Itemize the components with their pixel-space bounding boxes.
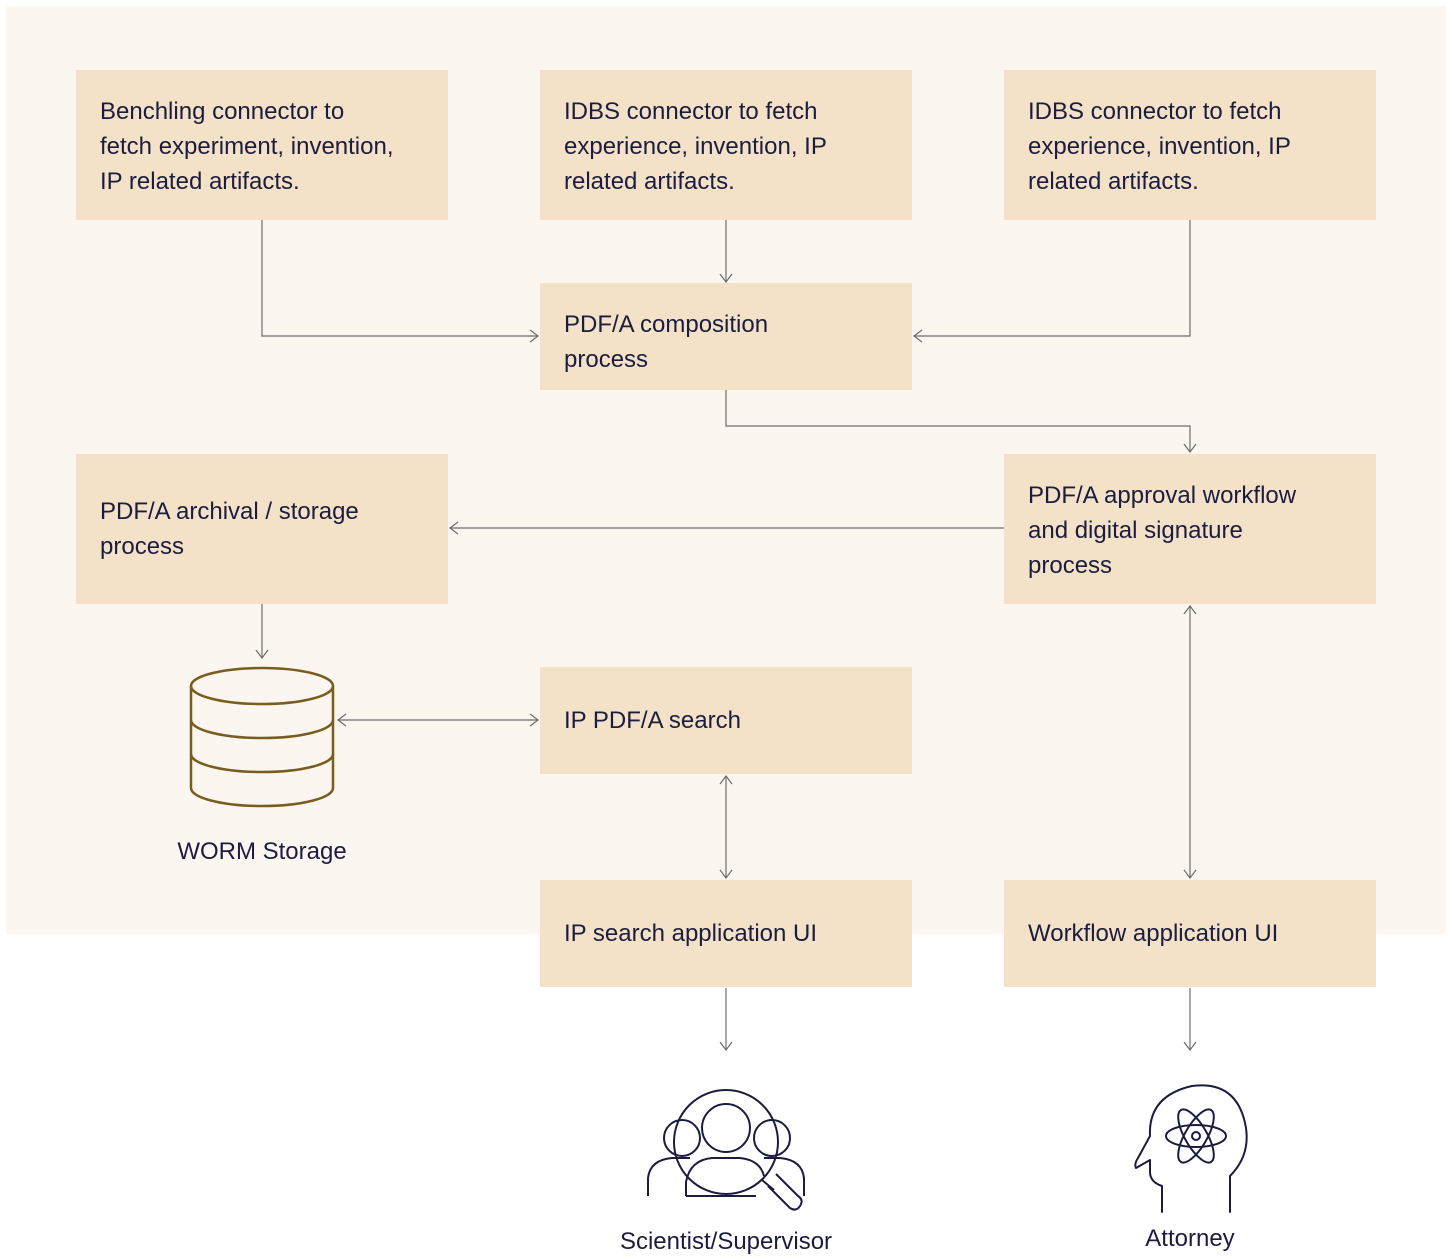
benchling-connector-node: Benchling connector to fetch experiment,… [76,70,448,220]
arrowhead [1183,605,1197,615]
arrowhead [255,649,269,659]
worm-storage-label: WORM Storage [177,838,347,865]
arrowhead [529,329,539,343]
attorney-label: Attorney [1145,1225,1235,1252]
arrowhead [337,713,347,727]
arrowhead [719,1041,733,1051]
attorney-head-atom-icon [1134,1084,1248,1213]
ip-search-ui-node: IP search application UI [540,880,912,987]
arrowhead [913,329,923,343]
workflow-ui-node: Workflow application UI [1004,880,1376,987]
pdfa-approval-node: PDF/A approval workflow and digital sign… [1004,454,1376,604]
ip-pdfa-search-node: IP PDF/A search [540,667,912,774]
arrowhead [1183,1041,1197,1051]
database-icon [189,666,335,808]
arrowhead [529,713,539,727]
pdfa-archival-node: PDF/A archival / storage process [76,454,448,604]
arrowhead [719,869,733,879]
arrowhead [1183,869,1197,879]
pdfa-composition-node: PDF/A composition process [540,283,912,390]
idbs-connector-node-2: IDBS connector to fetch experience, inve… [1004,70,1376,220]
edge-benchling-to-composition [261,220,538,337]
scientist-search-icon [647,1089,805,1211]
arrowhead [449,521,459,535]
edge-composition-to-approval [725,390,1191,452]
arrowhead [719,775,733,785]
arrowhead [719,273,733,283]
idbs-connector-node-1: IDBS connector to fetch experience, inve… [540,70,912,220]
arrowhead [1183,443,1197,453]
edge-idbs2-to-composition [914,220,1191,337]
scientist-label: Scientist/Supervisor [619,1228,833,1255]
